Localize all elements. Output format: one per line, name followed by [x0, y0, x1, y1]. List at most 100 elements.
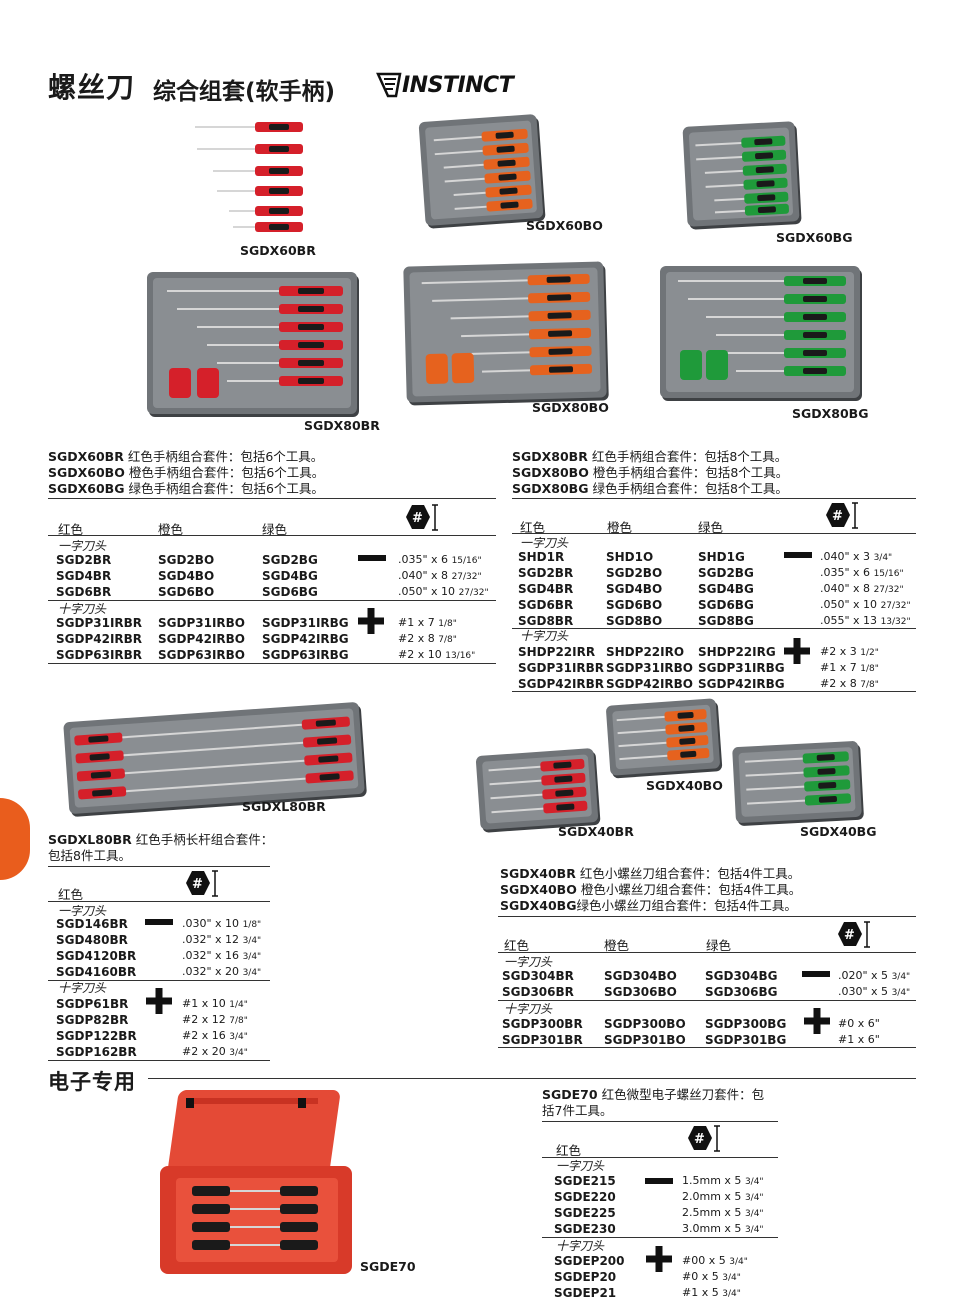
part-number: SGD2BG — [262, 553, 318, 567]
part-number: SGD2BR — [56, 553, 112, 567]
instinct-logo: INSTINCT — [376, 70, 541, 104]
part-number: SHDP22IRO — [606, 645, 685, 659]
desc-sgdxl80br: SGDXL80BR 红色手柄长杆组合套件： 包括8件工具。 — [48, 832, 274, 863]
tip-size: 3.0mm x 5 3/4" — [682, 1222, 764, 1235]
tip-size: #1 x 7 1/8" — [398, 616, 457, 629]
tip-size: #2 x 12 7/8" — [182, 1013, 248, 1026]
phillips-tip-icon — [358, 608, 384, 634]
part-number: SGDP42IRBR — [56, 632, 143, 646]
part-number: SGD6BO — [158, 585, 215, 599]
col-orange: 橙色 — [158, 522, 184, 537]
part-number: SGD306BR — [502, 985, 574, 999]
tip-size: 1.5mm x 5 3/4" — [682, 1174, 764, 1187]
category-flat: 一字刀头 — [556, 1159, 605, 1173]
flat-tip-icon — [802, 971, 830, 977]
tip-size: #1 x 5 3/4" — [682, 1286, 741, 1299]
part-number: SGD8BR — [518, 614, 574, 628]
hex-size-icon: # — [838, 921, 870, 948]
phillips-tip-icon — [804, 1008, 830, 1034]
product-image-sgdx40br — [475, 747, 599, 831]
tip-size: #2 x 16 3/4" — [182, 1029, 248, 1042]
part-number: SHD1O — [606, 550, 654, 564]
part-number: SGD306BO — [604, 985, 677, 999]
product-image-sgdx40bg — [732, 740, 862, 824]
part-number: SGDP42IRBG — [698, 677, 785, 691]
caption-sgdx60bg: SGDX60BG — [776, 230, 853, 245]
tip-size: 2.0mm x 5 3/4" — [682, 1190, 764, 1203]
part-number: SGD4BO — [158, 569, 215, 583]
part-number: SGD8BO — [606, 614, 663, 628]
tip-size: #1 x 10 1/4" — [182, 997, 248, 1010]
desc-sgdx80: SGDX80BR 红色手柄组合套件：包括8个工具。 SGDX80BO 橙色手柄组… — [512, 449, 789, 496]
col-green: 绿色 — [262, 522, 288, 537]
part-number: SGD6BR — [56, 585, 112, 599]
col-red: 红色 — [58, 887, 84, 902]
flat-tip-icon — [358, 555, 386, 561]
hex-size-icon: # — [688, 1125, 720, 1152]
part-number: SGDP61BR — [56, 997, 129, 1011]
category-flat: 一字刀头 — [58, 539, 107, 553]
svg-text:#: # — [844, 928, 855, 943]
tip-size: #0 x 6" — [838, 1017, 880, 1030]
product-image-sgdx60bo — [418, 114, 544, 226]
tip-size: .030" x 10 1/8" — [182, 917, 262, 930]
caption-sgdx60bo: SGDX60BO — [526, 218, 603, 233]
category-phillips: 十字刀头 — [556, 1239, 605, 1253]
part-number: SHD1R — [518, 550, 565, 564]
section-divider — [148, 1078, 916, 1079]
part-number: SGDP31IRBO — [158, 616, 245, 630]
part-number: SGD4BO — [606, 582, 663, 596]
caption-sgdx40br: SGDX40BR — [558, 824, 634, 839]
part-number: SGD4120BR — [56, 949, 137, 963]
tip-size: #2 x 8 7/8" — [398, 632, 457, 645]
brand-text: INSTINCT — [402, 73, 516, 98]
caption-sgde70: SGDE70 — [360, 1259, 416, 1274]
part-number: SGD2BO — [158, 553, 215, 567]
part-number: SGDP63IRBG — [262, 648, 349, 662]
part-number: SGDE230 — [554, 1222, 616, 1236]
part-number: SGDP300BO — [604, 1017, 686, 1031]
tip-size: #2 x 20 3/4" — [182, 1045, 248, 1058]
hex-size-icon: # — [406, 504, 438, 531]
part-number: SHDP22IRG — [698, 645, 776, 659]
tip-size: .020" x 5 3/4" — [838, 969, 911, 982]
part-number: SGDP82BR — [56, 1013, 129, 1027]
tip-size: .032" x 20 3/4" — [182, 965, 262, 978]
part-number: SGD304BR — [502, 969, 574, 983]
hex-size-icon: # — [826, 502, 858, 529]
part-number: SGDEP20 — [554, 1270, 617, 1284]
tip-size: 2.5mm x 5 3/4" — [682, 1206, 764, 1219]
part-number: SGD4BR — [518, 582, 574, 596]
tip-size: .030" x 5 3/4" — [838, 985, 911, 998]
col-green: 绿色 — [706, 938, 732, 953]
tip-size: .050" x 10 27/32" — [398, 585, 489, 598]
part-number: SGD2BG — [698, 566, 754, 580]
page-title: 螺丝刀 — [48, 71, 136, 104]
flat-tip-icon — [784, 552, 812, 558]
tip-size: .040" x 8 27/32" — [820, 582, 904, 595]
part-number: SGD146BR — [56, 917, 128, 931]
part-number: SGDP300BG — [705, 1017, 787, 1031]
col-green: 绿色 — [698, 520, 724, 535]
tip-size: .040" x 8 27/32" — [398, 569, 482, 582]
product-image-sgdxl80br — [63, 701, 365, 815]
category-phillips: 十字刀头 — [520, 629, 569, 643]
phillips-tip-icon — [646, 1246, 672, 1272]
part-number: SGD6BO — [606, 598, 663, 612]
category-phillips: 十字刀头 — [504, 1002, 553, 1016]
col-red: 红色 — [520, 520, 546, 535]
tip-size: #1 x 7 1/8" — [820, 661, 879, 674]
tip-size: #2 x 8 7/8" — [820, 677, 879, 690]
part-number: SGD306BG — [705, 985, 778, 999]
part-number: SGD4BG — [698, 582, 754, 596]
category-phillips: 十字刀头 — [58, 981, 107, 995]
part-number: SGDP31IRBG — [262, 616, 349, 630]
caption-sgdx40bo: SGDX40BO — [646, 778, 723, 793]
category-flat: 一字刀头 — [58, 904, 107, 918]
tip-size: .035" x 6 15/16" — [398, 553, 482, 566]
product-image-sgdx60bg — [682, 121, 800, 227]
part-number: SGD6BR — [518, 598, 574, 612]
svg-text:#: # — [192, 877, 203, 892]
tip-size: .032" x 12 3/4" — [182, 933, 262, 946]
part-number: SGDP42IRBO — [158, 632, 245, 646]
